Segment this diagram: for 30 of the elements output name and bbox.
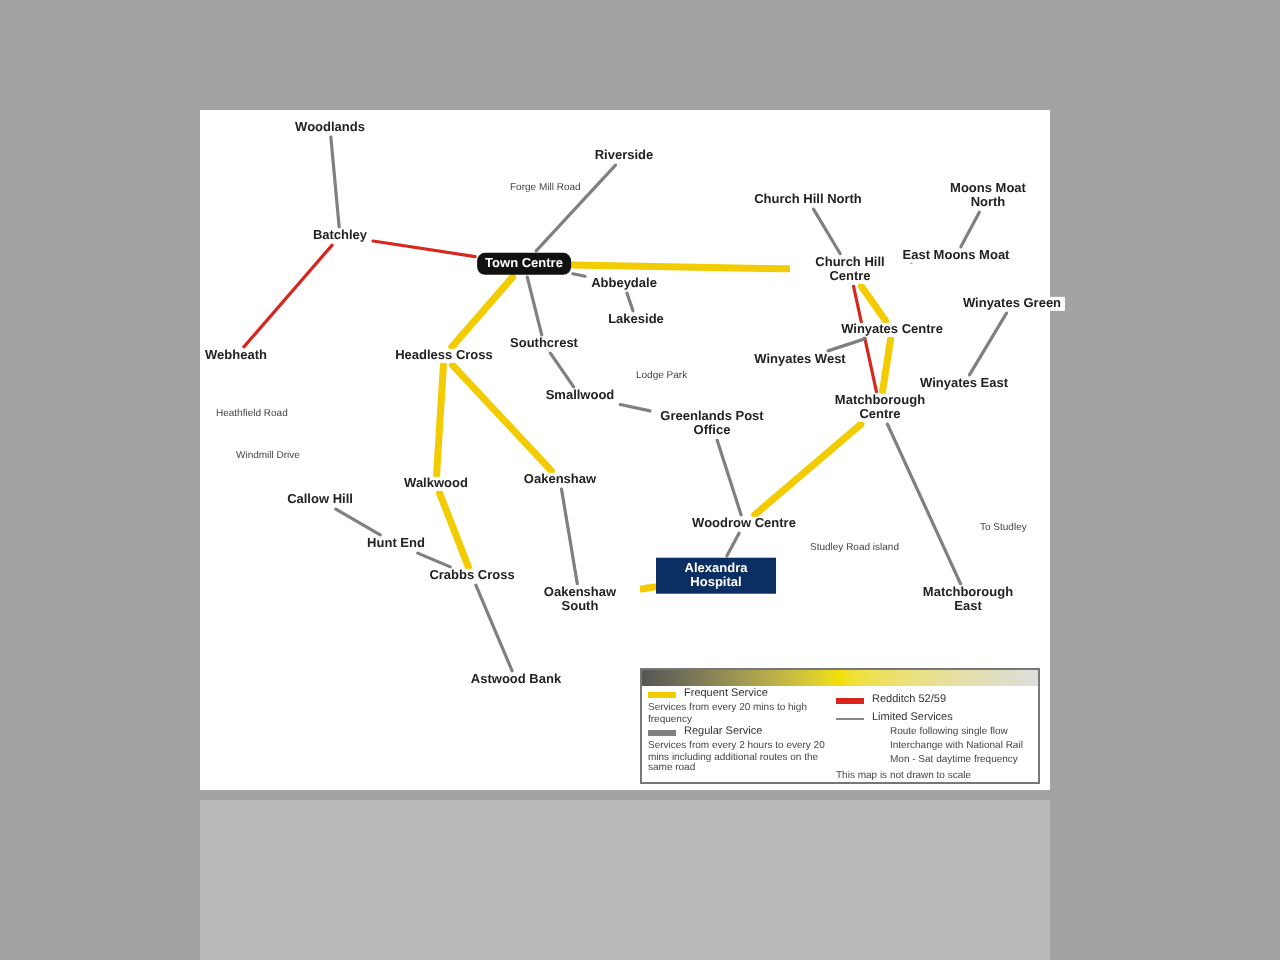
route-line (638, 583, 658, 593)
route-line (851, 284, 879, 394)
route-line (416, 551, 452, 569)
route-line (329, 135, 341, 229)
route-line (548, 351, 576, 389)
route-line (618, 402, 652, 413)
route-line (448, 273, 517, 351)
route-line (436, 489, 472, 571)
route-line (625, 291, 635, 313)
route-line (474, 583, 514, 673)
route-line (571, 272, 587, 278)
route-line (534, 163, 618, 253)
route-line (449, 361, 555, 475)
route-line (959, 210, 981, 249)
route-line (725, 531, 741, 558)
route-line (433, 361, 447, 479)
route-line (559, 487, 579, 586)
route-line (879, 335, 895, 396)
route-line (525, 275, 544, 337)
route-line (751, 420, 865, 519)
route-line (811, 207, 842, 256)
route-line (857, 282, 890, 325)
route-line (715, 438, 743, 517)
route-line (242, 243, 334, 349)
route-line (569, 261, 792, 273)
route-line (967, 311, 1009, 377)
route-line (826, 337, 866, 353)
route-line (334, 507, 382, 537)
route-line (371, 239, 477, 259)
route-line (885, 422, 963, 586)
